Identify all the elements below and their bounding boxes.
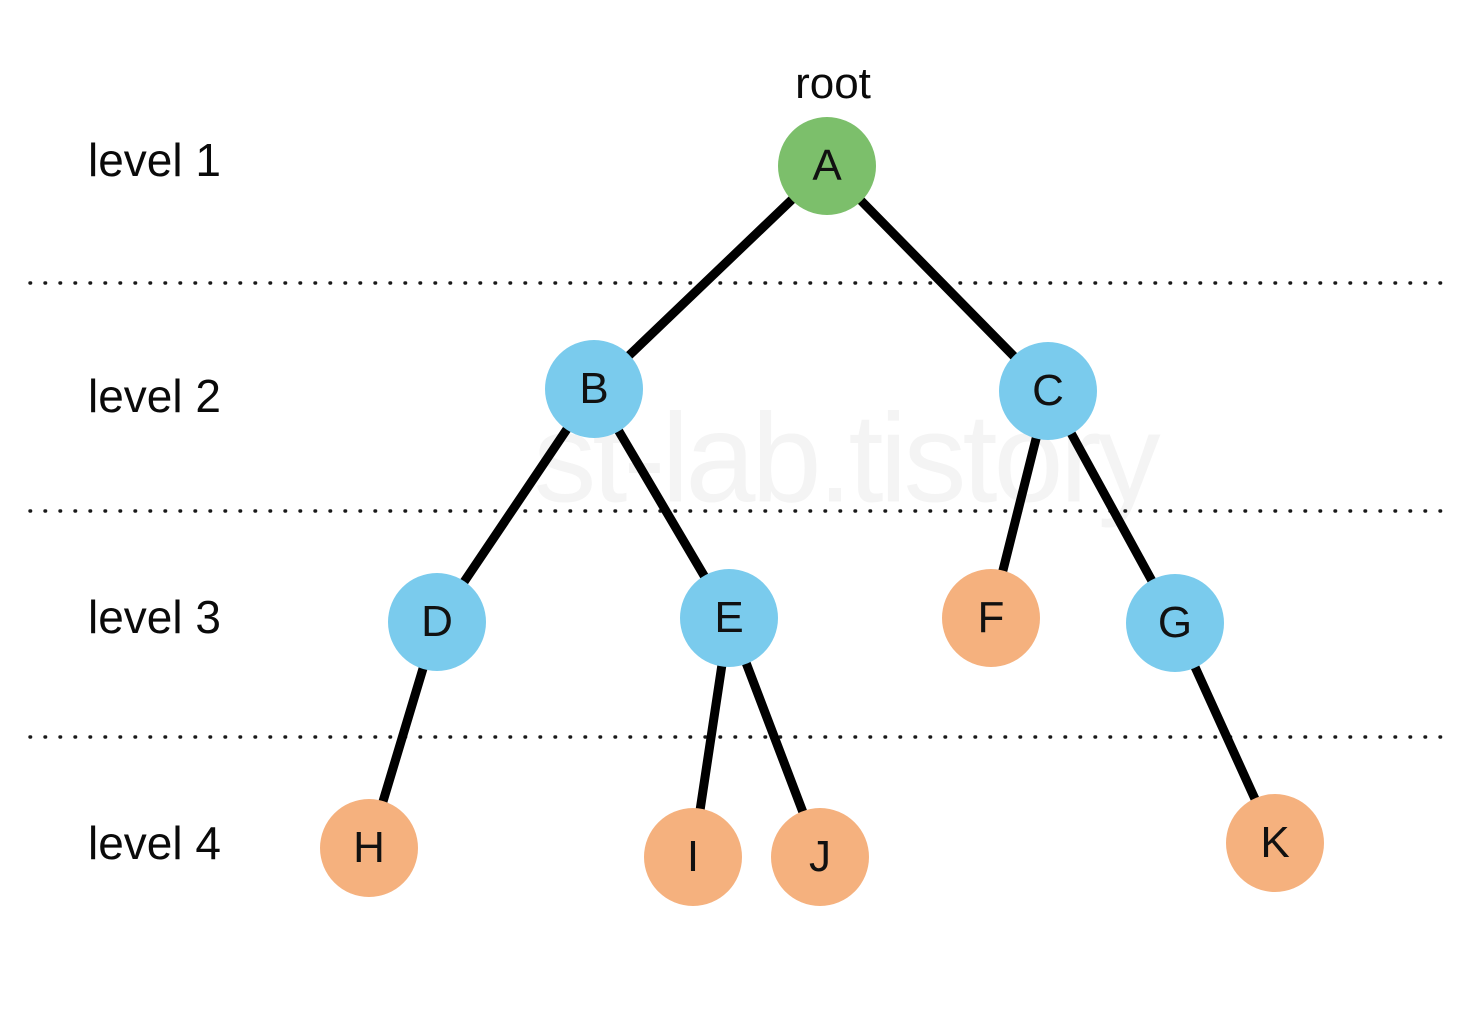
level-label-4: level 4 <box>88 817 221 869</box>
root-node-caption: root <box>795 59 871 108</box>
tree-node-I: I <box>644 808 742 906</box>
tree-node-F: F <box>942 569 1040 667</box>
level-label-2: level 2 <box>88 370 221 422</box>
tree-edge-A-B <box>589 161 832 394</box>
tree-node-G: G <box>1126 574 1224 672</box>
tree-edge-A-C <box>822 161 1053 396</box>
tree-node-B: B <box>545 340 643 438</box>
tree-node-K: K <box>1226 794 1324 892</box>
level-label-1: level 1 <box>88 134 221 186</box>
tree-node-H: H <box>320 799 418 897</box>
tree-node-A: A <box>778 117 876 215</box>
level-label-3: level 3 <box>88 591 221 643</box>
tree-node-C: C <box>999 342 1097 440</box>
tree-node-E: E <box>680 569 778 667</box>
tree-node-D: D <box>388 573 486 671</box>
tree-node-J: J <box>771 808 869 906</box>
